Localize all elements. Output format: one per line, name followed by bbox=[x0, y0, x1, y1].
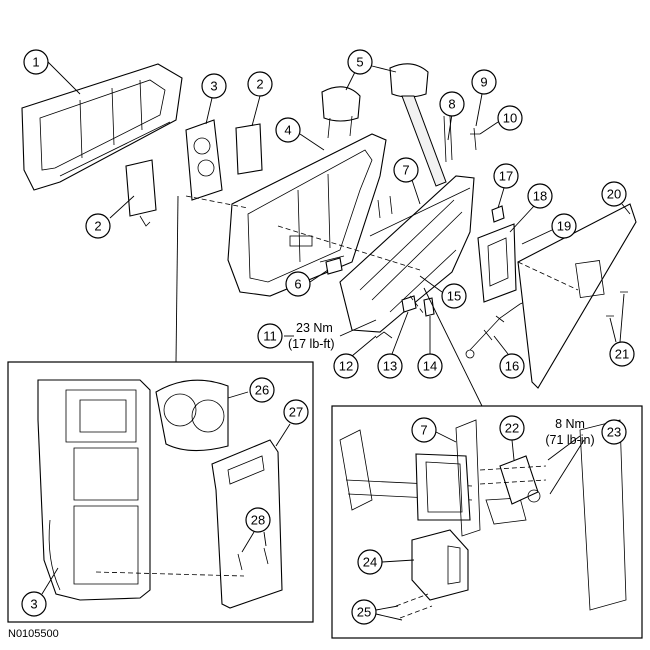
part-label-sheet-right bbox=[235, 123, 263, 175]
callout-23: 23 bbox=[547, 419, 627, 495]
callout-label: 7 bbox=[420, 423, 427, 438]
callout-19: 19 bbox=[521, 213, 577, 245]
callout-label: 25 bbox=[357, 605, 371, 620]
callout-label: 14 bbox=[423, 359, 437, 374]
callout-label: 6 bbox=[294, 277, 301, 292]
detail-view-right bbox=[331, 405, 643, 639]
callout-2b: 2 bbox=[247, 71, 273, 127]
torque-23-metric: 8 Nm bbox=[555, 417, 585, 431]
callout-26: 26 bbox=[227, 377, 275, 403]
part-label-sheet-left bbox=[125, 159, 157, 227]
callout-5: 5 bbox=[345, 49, 397, 91]
callout-label: 4 bbox=[284, 123, 291, 138]
callout-label: 24 bbox=[363, 555, 377, 570]
callout-14: 14 bbox=[417, 316, 443, 379]
callout-label: 5 bbox=[356, 55, 363, 70]
callout-label: 16 bbox=[505, 359, 519, 374]
callout-28: 28 bbox=[241, 507, 271, 553]
alignment-lines bbox=[185, 195, 579, 315]
callout-label: 1 bbox=[32, 55, 39, 70]
part-guides bbox=[443, 115, 480, 163]
callout-label: 3 bbox=[210, 79, 217, 94]
callout-1: 1 bbox=[23, 49, 81, 95]
callout-20: 20 bbox=[601, 181, 631, 215]
callout-label: 10 bbox=[503, 111, 517, 126]
callout-label: 8 bbox=[448, 97, 455, 112]
callout-label: 2 bbox=[94, 219, 101, 234]
torque-11-imperial: (17 lb-ft) bbox=[288, 337, 335, 351]
callout-9: 9 bbox=[471, 69, 497, 127]
callout-label: 21 bbox=[615, 347, 629, 362]
callout-label: 9 bbox=[480, 75, 487, 90]
callout-label: 19 bbox=[557, 219, 571, 234]
callout-7: 7 bbox=[393, 157, 421, 205]
callout-label: 3 bbox=[30, 597, 37, 612]
callout-label: 15 bbox=[447, 289, 461, 304]
callout-label: 26 bbox=[255, 383, 269, 398]
callout-27: 27 bbox=[275, 399, 309, 447]
part-seat-cushion bbox=[21, 63, 183, 191]
callout-3: 3 bbox=[201, 73, 227, 125]
callout-label: 17 bbox=[499, 169, 513, 184]
part-head-restraints bbox=[321, 63, 447, 187]
part-cup-holder bbox=[185, 119, 223, 201]
callout-label: 11 bbox=[263, 329, 277, 344]
part-screws-21 bbox=[606, 291, 628, 317]
callout-label: 23 bbox=[607, 425, 621, 440]
callout-11: 11 bbox=[257, 319, 377, 349]
callout-16: 16 bbox=[493, 335, 525, 379]
callout-12: 12 bbox=[333, 335, 377, 379]
callout-label: 20 bbox=[607, 187, 621, 202]
callout-24: 24 bbox=[357, 549, 415, 575]
callout-label: 13 bbox=[383, 359, 397, 374]
callout-13: 13 bbox=[377, 311, 409, 379]
callout-label: 27 bbox=[289, 405, 303, 420]
callout-25: 25 bbox=[351, 599, 403, 625]
callout-label: 7 bbox=[402, 163, 409, 178]
callout-label: 18 bbox=[533, 189, 547, 204]
part-rear-panel bbox=[517, 203, 637, 389]
callout-label: 22 bbox=[505, 421, 519, 436]
part-seat-frame bbox=[339, 175, 475, 333]
callout-label: 12 bbox=[339, 359, 353, 374]
figure-id: N0105500 bbox=[8, 628, 59, 640]
callout-2a: 2 bbox=[85, 195, 135, 239]
callout-label: 2 bbox=[256, 77, 263, 92]
callout-4: 4 bbox=[275, 117, 325, 151]
callout-10: 10 bbox=[479, 105, 523, 135]
callout-18: 18 bbox=[509, 183, 553, 233]
leader-detail-left bbox=[175, 195, 179, 363]
part-bracket-18 bbox=[477, 223, 517, 303]
detail-right-parts bbox=[339, 419, 627, 619]
callout-3-detail: 3 bbox=[21, 567, 59, 617]
callout-label: 28 bbox=[251, 513, 265, 528]
torque-11-metric: 23 Nm bbox=[296, 321, 333, 335]
callout-7-detail: 7 bbox=[411, 417, 457, 443]
callout-21: 21 bbox=[609, 293, 635, 367]
part-bolt-6 bbox=[319, 255, 345, 275]
part-clip-17 bbox=[491, 205, 505, 223]
part-seat-back bbox=[227, 133, 387, 297]
callout-6: 6 bbox=[285, 269, 329, 297]
callout-8: 8 bbox=[439, 91, 465, 141]
part-fasteners bbox=[375, 295, 435, 339]
torque-23-imperial: (71 lb-in) bbox=[545, 433, 594, 447]
callout-22: 22 bbox=[499, 415, 525, 461]
callout-15: 15 bbox=[419, 275, 467, 309]
callout-17: 17 bbox=[493, 163, 519, 209]
leader-detail-right bbox=[423, 287, 483, 407]
